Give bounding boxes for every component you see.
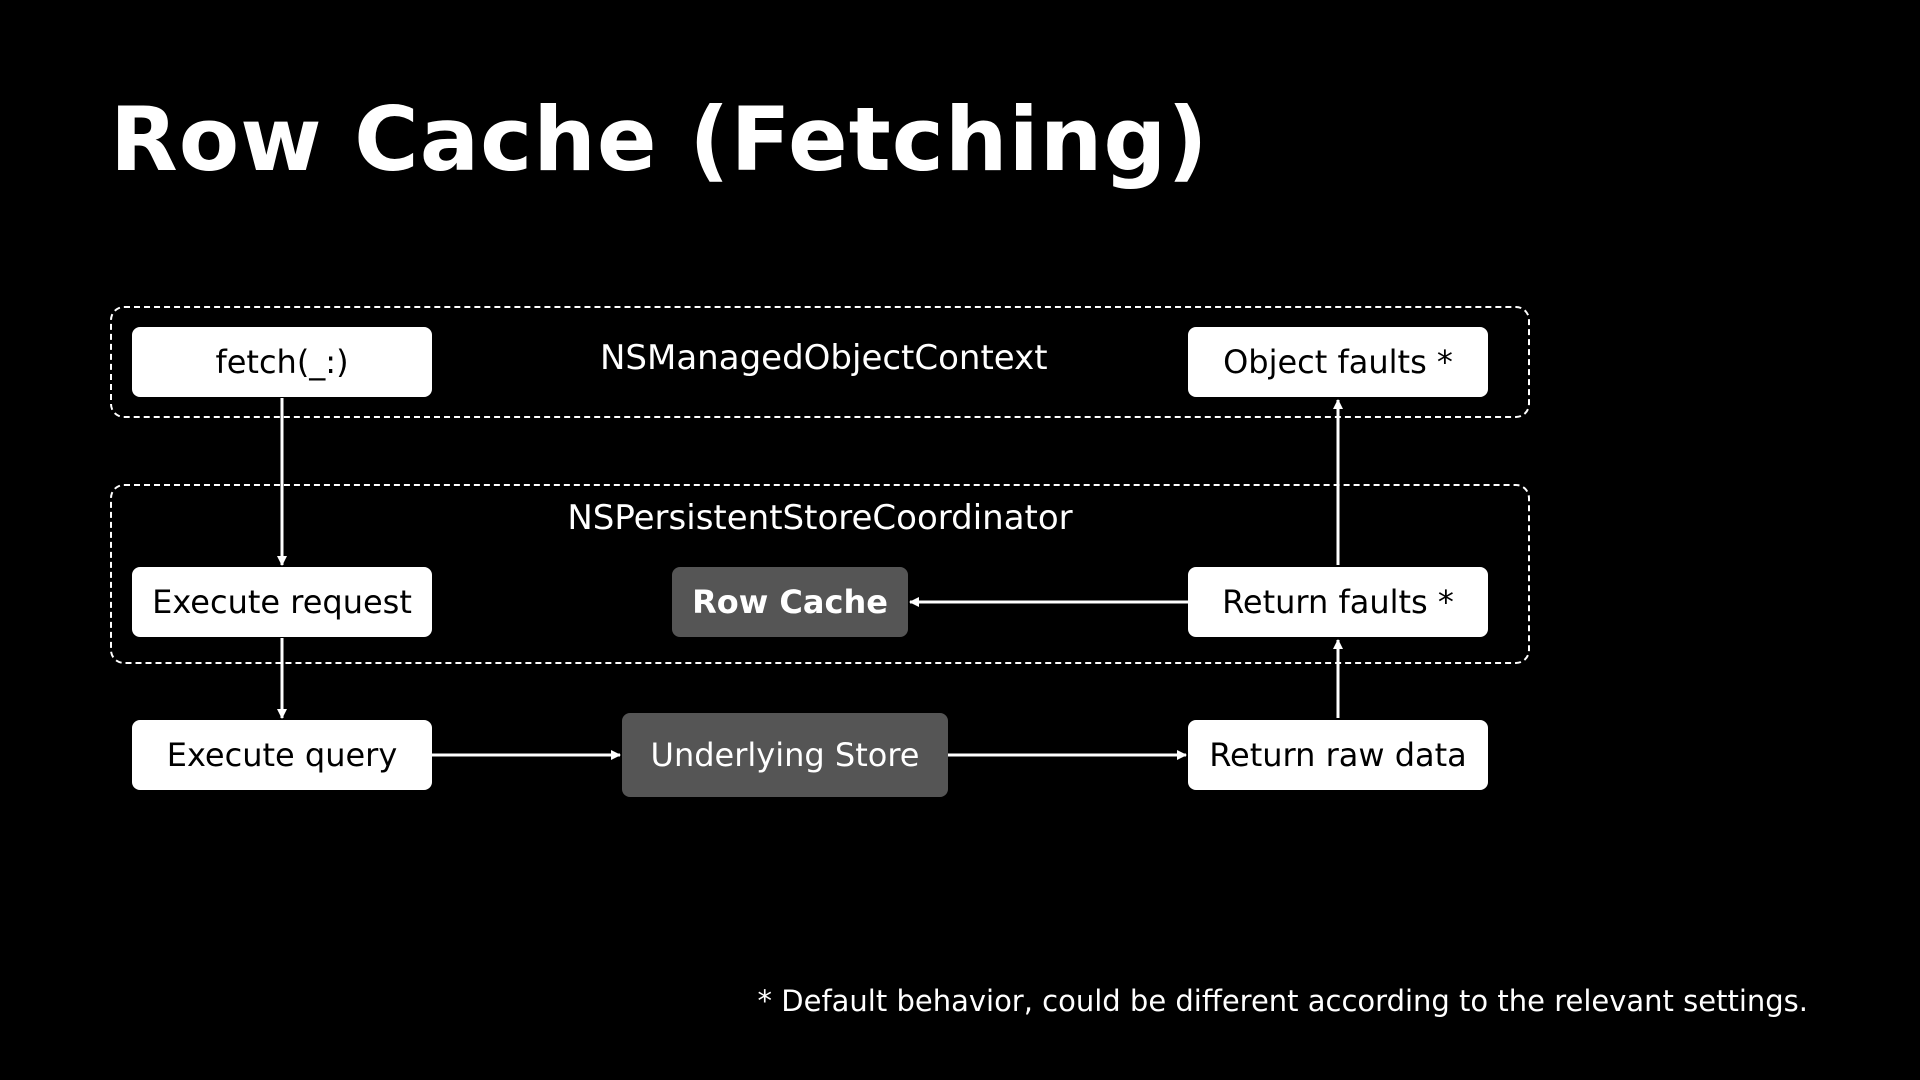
footnote: * Default behavior, could be different a… <box>757 984 1808 1018</box>
persistent-store-coordinator-group <box>110 484 1530 664</box>
slide-title: Row Cache (Fetching) <box>110 88 1209 191</box>
row-cache-node: Row Cache <box>672 567 908 637</box>
fetch-node: fetch(_:) <box>132 327 432 397</box>
managed-object-context-group <box>110 306 1530 418</box>
execute-query-node: Execute query <box>132 720 432 790</box>
context-label: NSManagedObjectContext <box>600 338 1048 378</box>
coordinator-label: NSPersistentStoreCoordinator <box>567 498 1073 538</box>
return-raw-data-node: Return raw data <box>1188 720 1488 790</box>
execute-request-node: Execute request <box>132 567 432 637</box>
underlying-store-node: Underlying Store <box>622 713 948 797</box>
return-faults-node: Return faults * <box>1188 567 1488 637</box>
object-faults-node: Object faults * <box>1188 327 1488 397</box>
